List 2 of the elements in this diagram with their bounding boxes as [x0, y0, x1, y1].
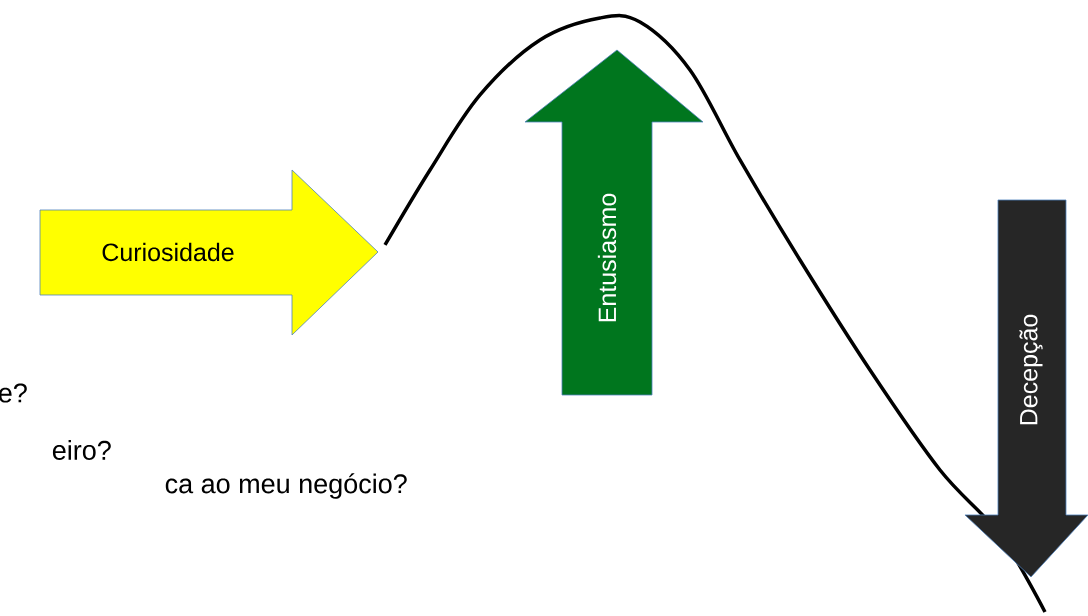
question-text: ca ao meu negócio?	[165, 473, 407, 499]
question-text: eiro?	[52, 440, 111, 460]
